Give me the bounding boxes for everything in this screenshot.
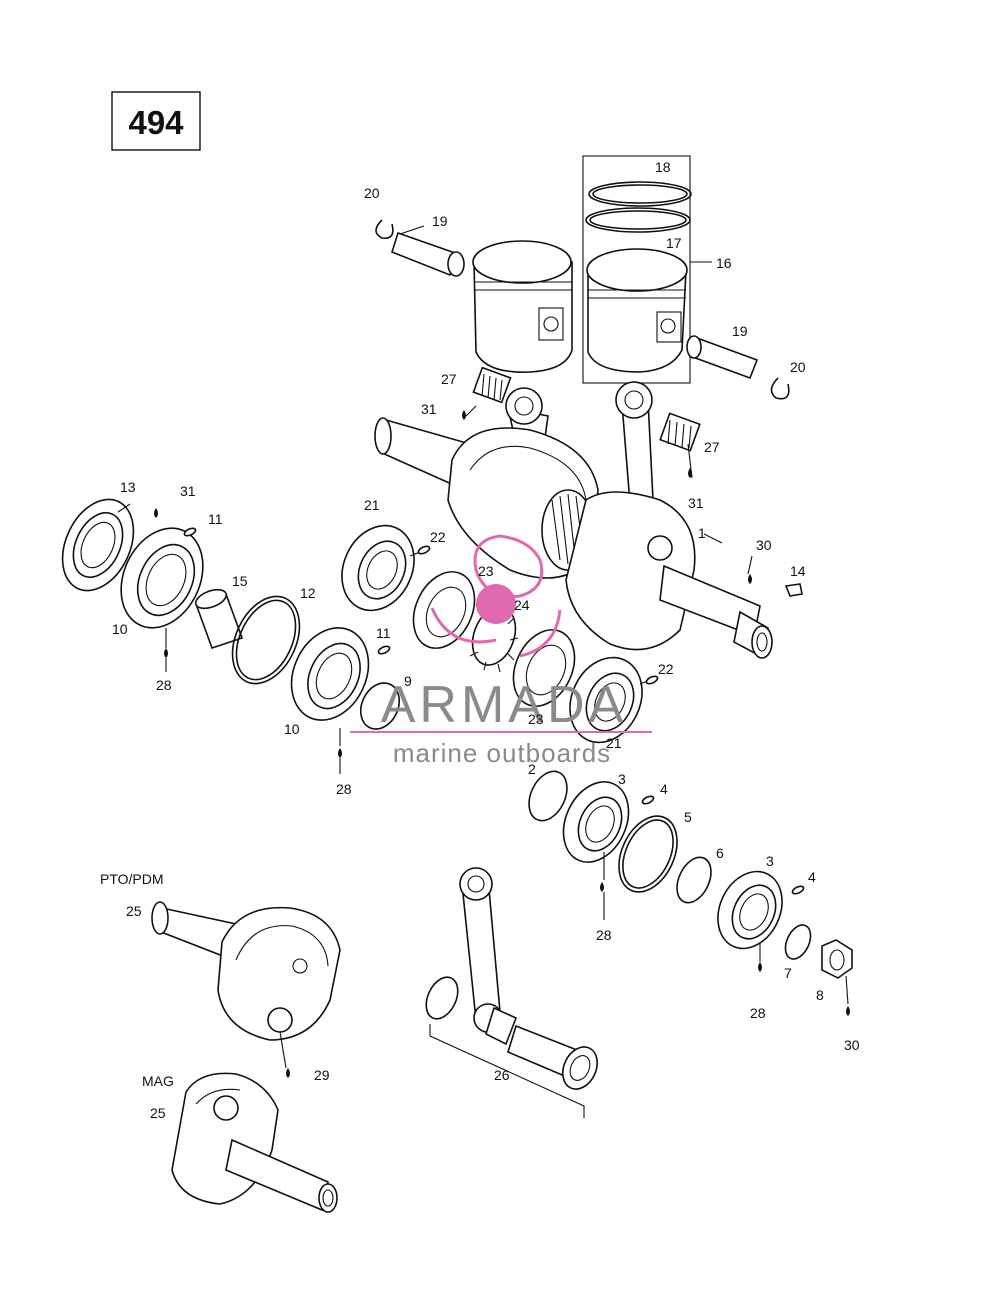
wrist-pin-left <box>391 231 465 277</box>
wrist-pin-right <box>686 335 759 380</box>
callout-labels: 20 19 18 17 16 19 20 27 31 27 31 13 31 1… <box>112 159 860 1121</box>
callout-label: 7 <box>784 965 792 981</box>
ball-bearing-10-left <box>120 527 204 629</box>
page-number: 494 <box>128 104 184 141</box>
connecting-rod-assembly-26 <box>425 867 599 1118</box>
ring-12 <box>231 595 301 685</box>
ring-5 <box>618 815 678 893</box>
callout-label: 27 <box>441 371 457 387</box>
ring-9 <box>359 682 401 730</box>
crank-web-right <box>565 491 696 651</box>
watermark-brand: ARMADA <box>381 676 627 734</box>
callout-label: 31 <box>421 401 437 417</box>
callout-label: 16 <box>716 255 732 271</box>
section-label-pto: PTO/PDM <box>100 871 164 887</box>
lubricant-drop-symbols <box>154 410 850 1078</box>
callout-label: 1 <box>698 525 706 541</box>
section-label-mag: MAG <box>142 1073 174 1089</box>
bearing-23-lower <box>512 629 576 707</box>
callout-label: 12 <box>300 585 316 601</box>
sleeve-15 <box>194 588 244 650</box>
callout-label: 3 <box>618 771 626 787</box>
callout-label: 11 <box>208 511 223 527</box>
callout-label: 22 <box>430 529 446 545</box>
ring-6 <box>676 856 712 904</box>
callout-label: 27 <box>704 439 720 455</box>
ball-bearing-3-upper <box>562 781 630 863</box>
dowel-pins <box>183 527 805 895</box>
callout-label: 28 <box>750 1005 766 1021</box>
callout-label: 3 <box>766 853 774 869</box>
watermark-tagline: marine outboards <box>393 738 611 768</box>
ball-bearing-10-center <box>290 627 370 721</box>
ball-bearing-3-lower <box>717 870 783 950</box>
callout-label: 28 <box>596 927 612 943</box>
callout-label: 31 <box>180 483 196 499</box>
piston-group <box>375 155 790 452</box>
callout-label: 30 <box>756 537 772 553</box>
oil-seal-13 <box>61 498 135 592</box>
left-bearing-stack <box>61 498 643 744</box>
callout-label: 23 <box>528 711 544 727</box>
callout-label: 21 <box>364 497 380 513</box>
piston-rings <box>585 181 692 233</box>
crank-half-mag <box>171 1072 338 1213</box>
callout-label: 5 <box>684 809 692 825</box>
callout-label: 15 <box>232 573 248 589</box>
ball-bearing-21-upper <box>341 524 415 612</box>
crank-half-pto <box>151 901 341 1041</box>
nut-8 <box>821 939 853 979</box>
ball-bearing-21-lower <box>569 656 643 744</box>
bearing-23-upper <box>412 571 476 649</box>
callout-label: 2 <box>528 761 536 777</box>
callout-label: 31 <box>688 495 704 511</box>
callout-label: 13 <box>120 479 136 495</box>
callout-label: 11 <box>376 625 391 641</box>
callout-label: 10 <box>112 621 128 637</box>
callout-label: 19 <box>432 213 448 229</box>
callout-label: 29 <box>314 1067 330 1083</box>
right-bearing-stack <box>528 770 853 979</box>
callout-label: 25 <box>150 1105 166 1121</box>
ring-2 <box>528 770 568 822</box>
callout-label: 4 <box>660 781 668 797</box>
callout-label: 28 <box>156 677 172 693</box>
callout-label: 23 <box>478 563 494 579</box>
piston-left <box>472 240 573 373</box>
page-number-box: 494 <box>111 91 201 151</box>
callout-label: 28 <box>336 781 352 797</box>
callout-label: 22 <box>658 661 674 677</box>
callout-label: 21 <box>606 735 622 751</box>
circlip-left <box>375 219 394 240</box>
armada-watermark: ARMADA marine outboards <box>350 534 652 768</box>
needle-bearing-right <box>659 412 701 452</box>
callout-label: 19 <box>732 323 748 339</box>
callout-label: 24 <box>514 597 530 613</box>
callout-label: 9 <box>404 673 412 689</box>
callout-label: 4 <box>808 869 816 885</box>
callout-label: 30 <box>844 1037 860 1053</box>
callout-label: 17 <box>666 235 682 251</box>
needle-bearing-left <box>472 366 512 404</box>
callout-label: 20 <box>364 185 380 201</box>
callout-label: 25 <box>126 903 142 919</box>
callout-label: 14 <box>790 563 806 579</box>
callout-label: 8 <box>816 987 824 1003</box>
washer-7 <box>784 924 812 960</box>
circlip-right <box>770 377 790 400</box>
crankshaft-taper-right <box>659 564 773 659</box>
watermark-logo <box>430 534 562 658</box>
callout-label: 18 <box>655 159 671 175</box>
callout-label: 10 <box>284 721 300 737</box>
piston-right <box>586 248 688 373</box>
callout-label: 6 <box>716 845 724 861</box>
callout-label: 20 <box>790 359 806 375</box>
woodruff-key <box>784 583 803 597</box>
callout-label: 26 <box>494 1067 510 1083</box>
